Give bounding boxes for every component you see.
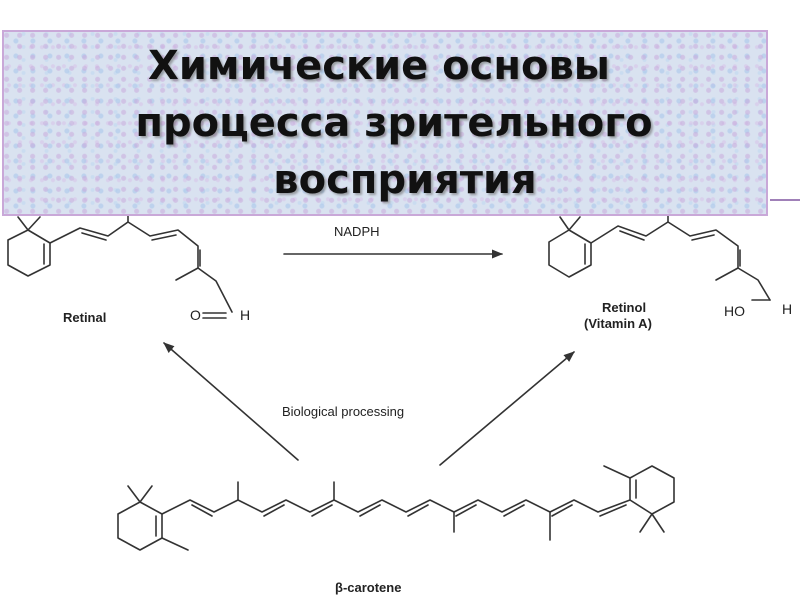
retinol-hydrogen-atom: H <box>782 301 792 317</box>
retinol-hydroxyl-group: HO <box>724 303 745 319</box>
retinal-hydrogen-atom: H <box>240 307 250 323</box>
beta-symbol: β <box>335 580 343 595</box>
retinol-label: Retinol <box>602 300 646 315</box>
biological-processing-label: Biological processing <box>282 404 404 419</box>
nadph-label: NADPH <box>334 224 380 239</box>
beta-carotene-structure <box>117 465 675 551</box>
arrow-to-retinol <box>439 351 575 466</box>
title-box: Химические основы процесса зрительного в… <box>2 30 768 216</box>
arrow-to-retinal <box>163 342 299 461</box>
vitamin-a-label: (Vitamin A) <box>584 316 652 331</box>
retinol-structure <box>548 209 771 301</box>
retinal-label: Retinal <box>63 310 106 325</box>
divider-line <box>770 199 800 201</box>
beta-carotene-label: β-carotene <box>335 580 401 595</box>
retinal-oxygen-atom: O <box>190 307 201 323</box>
retinal-structure <box>7 209 233 319</box>
carotene-name: -carotene <box>343 580 402 595</box>
title-line-3: восприятия <box>273 156 537 203</box>
slide-title: Химические основы процесса зрительного в… <box>117 38 652 209</box>
title-line-2: процесса зрительного <box>135 99 653 146</box>
title-line-1: Химические основы <box>148 42 610 89</box>
